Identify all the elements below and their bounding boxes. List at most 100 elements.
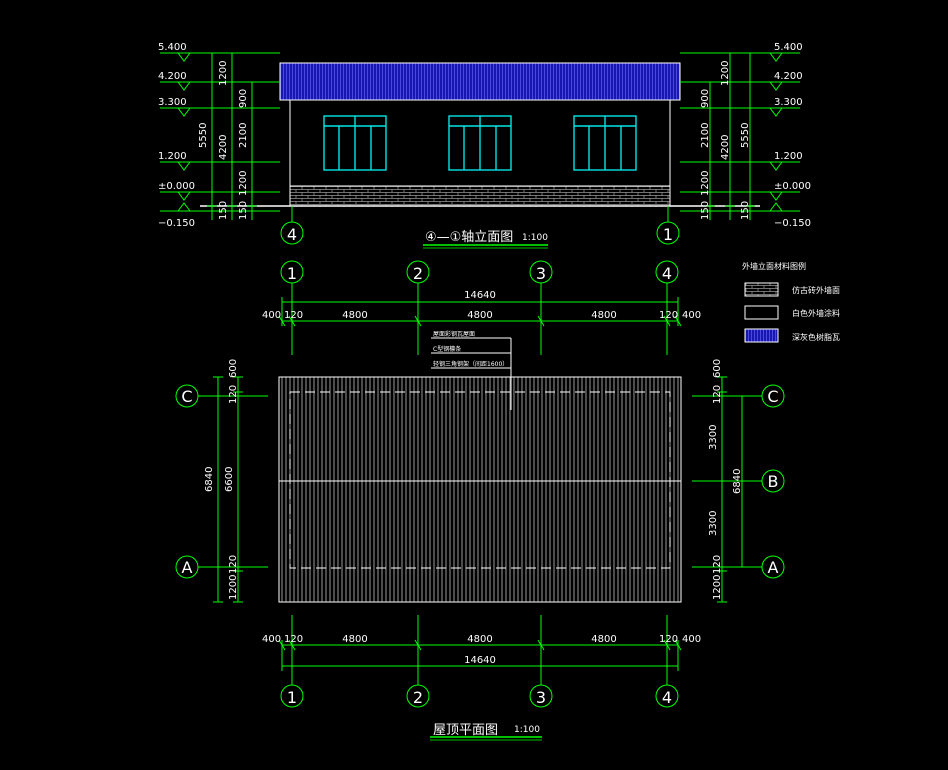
elevation-window-right	[573, 115, 637, 171]
dim-label: 120	[284, 310, 303, 321]
legend-swatch-white	[744, 305, 779, 320]
dim-120-right: 120	[712, 385, 723, 404]
axis-label: 2	[413, 688, 423, 707]
dim-6600-left: 6600	[224, 467, 235, 492]
roof-right-dims	[692, 376, 762, 603]
dim-150: 150	[218, 201, 229, 220]
roof-axis-bottom: 1 2 3 4	[280, 684, 679, 708]
dim-2100: 2100	[238, 123, 249, 148]
dim-6840-right: 6840	[732, 469, 743, 494]
dim-120-left: 120	[228, 385, 239, 404]
dim-120-right: 120	[712, 555, 723, 574]
axis-label: 2	[413, 264, 423, 283]
dim-1200-right: 1200	[712, 575, 723, 600]
elevation-left-dim-lines	[207, 52, 257, 220]
legend-title: 外墙立面材料图例	[742, 261, 806, 271]
dim-label: 400	[262, 634, 281, 645]
roof-bottom-total: 14640	[464, 655, 496, 666]
callout-line: 轻钢三角钢架（间距1600）	[433, 360, 508, 368]
dim-5550: 5550	[198, 123, 209, 148]
callout-line: C型钢檩条	[433, 345, 461, 353]
dim-900-right: 900	[700, 89, 711, 108]
axis-bubble	[280, 221, 304, 245]
elevation-roof	[279, 62, 681, 101]
dim-label: 4800	[591, 634, 616, 645]
dim-label: 400	[682, 310, 701, 321]
level-label-right: −0.150	[774, 218, 811, 229]
dim-label: 4800	[591, 310, 616, 321]
roof-callout: 屋面彩钢瓦屋面 C型钢檩条 轻钢三角钢架（间距1600）	[431, 330, 512, 410]
roof-bottom-dims	[278, 639, 682, 671]
axis-label: 1	[287, 264, 297, 283]
level-label-left: ±0.000	[158, 181, 195, 192]
dim-900: 900	[238, 89, 249, 108]
dim-label: 400	[682, 634, 701, 645]
dim-label: 400	[262, 310, 281, 321]
axis-bubble	[761, 469, 785, 493]
dim-4200-right: 4200	[720, 135, 731, 160]
axis-label: A	[182, 558, 193, 577]
dim-1200: 1200	[218, 61, 229, 86]
callout-line: 屋面彩钢瓦屋面	[433, 330, 475, 338]
dim-6840-left: 6840	[204, 467, 215, 492]
legend-swatch-tile	[744, 328, 779, 343]
axis-label: C	[181, 387, 192, 406]
elevation-title: ④—①轴立面图	[425, 230, 513, 245]
dim-1200-right-outer: 1200	[720, 61, 731, 86]
axis-label: 1	[663, 225, 673, 244]
axis-bubble	[761, 555, 785, 579]
level-label-left: 5.400	[158, 42, 187, 53]
level-label-left: 1.200	[158, 151, 187, 162]
dim-label: 120	[659, 634, 678, 645]
dim-150-right-outer: 150	[740, 201, 751, 220]
material-legend: 外墙立面材料图例 仿古砖外墙面 白色外墙涂料 深灰色树脂瓦	[742, 261, 840, 343]
level-label-right: 1.200	[774, 151, 803, 162]
elevation-window-left	[323, 115, 387, 171]
dim-150-right: 150	[700, 201, 711, 220]
elevation-brick-plinth	[289, 185, 671, 207]
axis-label: 4	[287, 225, 297, 244]
dim-label: 120	[284, 634, 303, 645]
dim-1200-right: 1200	[700, 171, 711, 196]
elevation-right-levels	[680, 52, 800, 212]
dim-1200-left: 1200	[228, 575, 239, 600]
axis-label: A	[768, 558, 779, 577]
elevation-right-dim-lines	[705, 52, 755, 220]
dim-label: 120	[659, 310, 678, 321]
dim-label: 4800	[342, 634, 367, 645]
axis-label: 4	[662, 688, 672, 707]
level-label-left: 4.200	[158, 71, 187, 82]
axis-bubble	[175, 555, 199, 579]
dim-3300-right: 3300	[708, 425, 719, 450]
roof-plan-title: 屋顶平面图	[433, 723, 498, 738]
roof-top-total: 14640	[464, 290, 496, 301]
dim-1200: 1200	[238, 171, 249, 196]
dim-label: 4800	[467, 634, 492, 645]
roof-axis-lines	[291, 283, 668, 685]
dim-5550-right: 5550	[740, 123, 751, 148]
legend-label-brick: 仿古砖外墙面	[792, 285, 840, 295]
roof-top-dims	[278, 297, 682, 327]
level-label-right: ±0.000	[774, 181, 811, 192]
dim-600-right: 600	[712, 359, 723, 378]
legend-swatch-brick	[744, 282, 779, 297]
dim-2100-right: 2100	[700, 123, 711, 148]
axis-bubble	[656, 221, 680, 245]
elevation-window-center	[448, 115, 512, 171]
axis-label: 3	[536, 688, 546, 707]
level-label-right: 4.200	[774, 71, 803, 82]
dim-150: 150	[238, 201, 249, 220]
level-label-left: 3.300	[158, 97, 187, 108]
axis-label: C	[767, 387, 778, 406]
elevation-scale: 1:100	[522, 233, 548, 243]
level-label-right: 3.300	[774, 97, 803, 108]
roof-axis-top: 1 2 3 4	[280, 260, 679, 284]
axis-label: B	[768, 472, 779, 491]
dim-4200: 4200	[218, 135, 229, 160]
dim-label: 4800	[342, 310, 367, 321]
level-label-right: 5.400	[774, 42, 803, 53]
elevation-view: 5.400 4.200 3.300 1.200 ±0.000 −0.150 12…	[158, 42, 811, 249]
legend-label-white: 白色外墙涂料	[792, 308, 840, 318]
axis-label: 4	[662, 264, 672, 283]
